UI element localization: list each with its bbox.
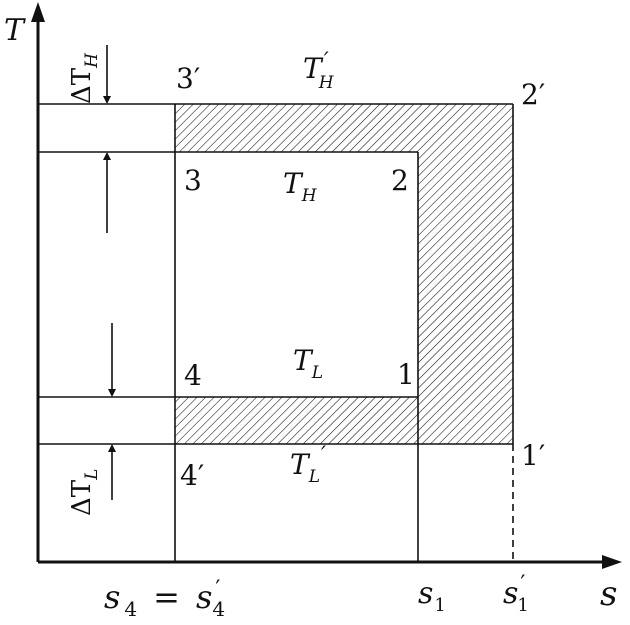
point-4-prime-label: 4′	[180, 459, 204, 492]
delta-th-label: ΔTH	[67, 52, 102, 104]
s1-label: s1	[418, 576, 446, 616]
s-axis-label: s	[600, 574, 617, 614]
delta-th-arrowhead-upper	[103, 96, 111, 104]
tl-label: TL	[293, 344, 323, 383]
delta-th-arrowhead-lower	[103, 152, 111, 160]
th-prime-label: T′H	[303, 49, 335, 93]
delta-tl-arrowhead-lower	[108, 444, 116, 452]
delta-tl-arrowhead-upper	[108, 389, 116, 397]
t-axis-label: T	[4, 13, 26, 48]
point-3-label: 3	[184, 164, 202, 197]
s-axis-arrowhead	[602, 555, 622, 569]
tl-prime-label: TL′	[290, 443, 326, 487]
s1-prime-label: s′1	[503, 572, 529, 616]
delta-tl-label: ΔTL	[67, 469, 102, 516]
point-2-prime-label: 2′	[521, 78, 545, 111]
point-3-prime-label: 3′	[176, 62, 200, 95]
point-4-label: 4	[184, 359, 202, 392]
hatched-region-right	[418, 152, 513, 444]
hatched-region-bottom	[175, 397, 418, 444]
point-1-label: 1	[397, 358, 415, 391]
t-axis-arrowhead	[31, 2, 45, 22]
point-2-label: 2	[391, 164, 409, 197]
th-label: TH	[283, 167, 318, 206]
point-1-prime-label: 1′	[521, 439, 545, 472]
hatched-region-top	[175, 104, 513, 152]
